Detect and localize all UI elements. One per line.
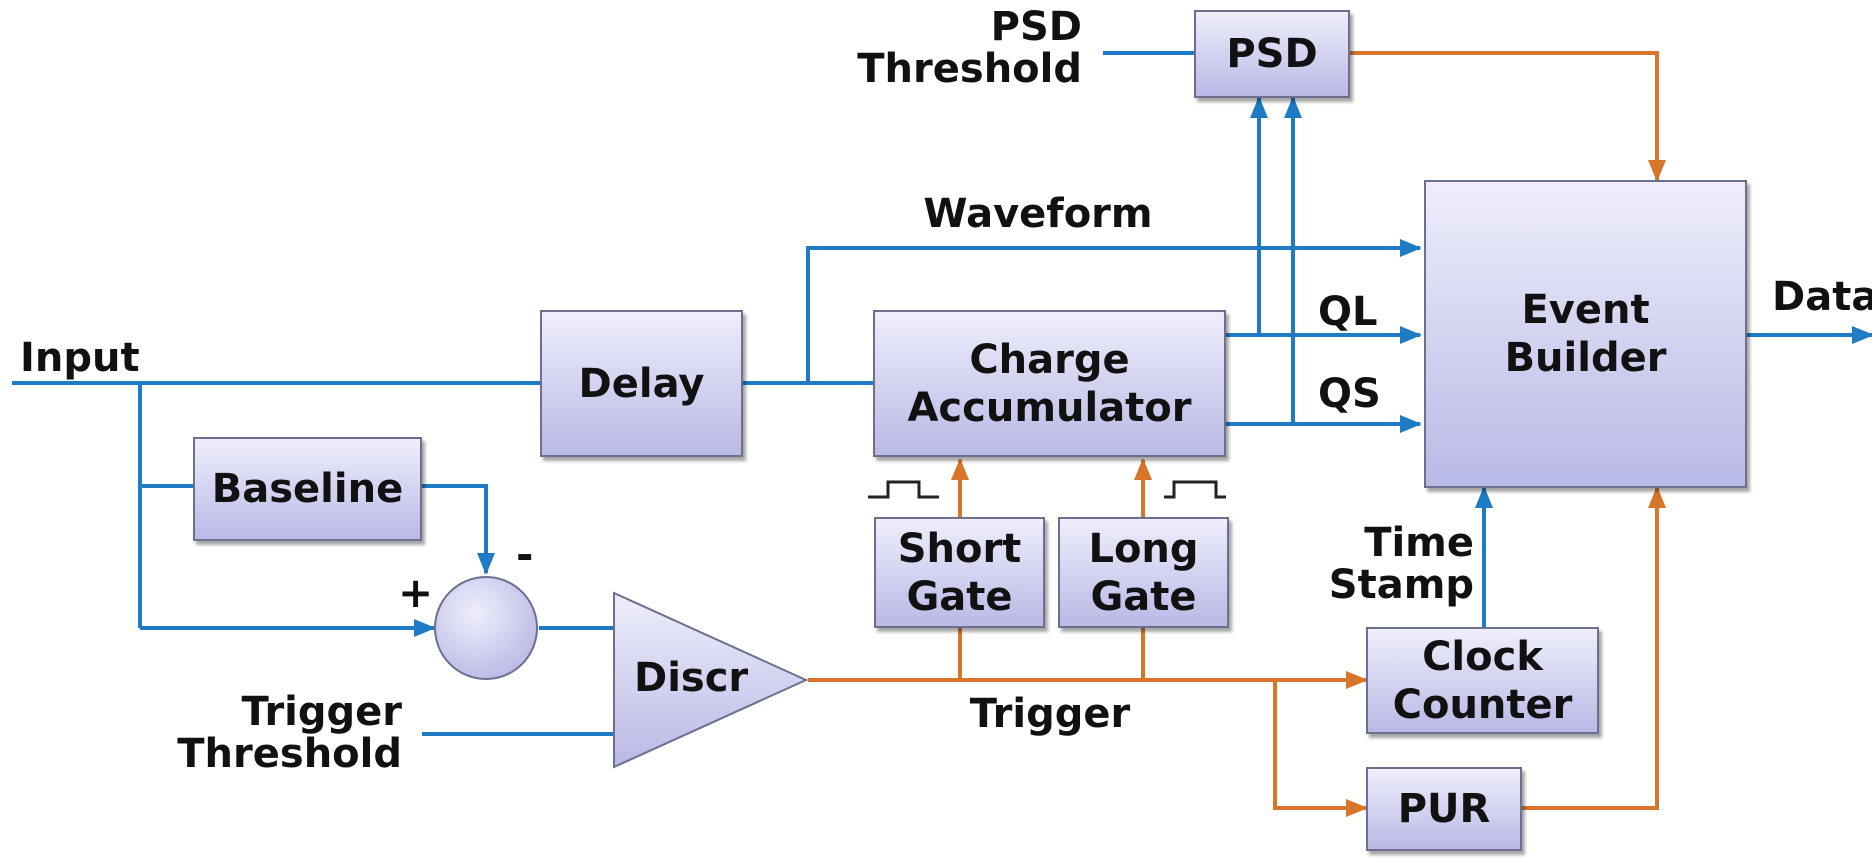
psd-to-builder-arrow	[1350, 51, 1666, 182]
trigger-to-pur-arrow	[1273, 680, 1368, 817]
summer-plus-label: +	[398, 568, 434, 617]
psd-box-label: PSD	[1226, 31, 1318, 77]
summer-minus-label: -	[516, 530, 534, 579]
clock-counter-box: Clock Counter	[1366, 627, 1599, 734]
long-pulse-icon	[1164, 480, 1226, 499]
ql-label: QL	[1318, 289, 1378, 335]
baseline-to-summer-arrow	[422, 484, 495, 575]
event-builder-label: Event Builder	[1504, 287, 1667, 381]
long-gate-label: Long Gate	[1088, 525, 1199, 620]
trigger-label: Trigger	[969, 691, 1131, 737]
baseline-box: Baseline	[193, 437, 422, 541]
charge-accumulator-label: Charge Accumulator	[907, 336, 1192, 431]
short-pulse-icon	[868, 480, 939, 499]
delay-box-label: Delay	[578, 360, 705, 407]
long-gate-box: Long Gate	[1058, 517, 1229, 628]
short-gate-box: Short Gate	[874, 517, 1045, 628]
clock-counter-label: Clock Counter	[1392, 633, 1573, 728]
trigger-lines	[808, 51, 1666, 817]
pur-to-builder-arrow	[1522, 486, 1666, 810]
baseline-box-label: Baseline	[211, 466, 404, 512]
signal-lines	[12, 51, 1872, 736]
time-stamp-label: Time Stamp	[1328, 520, 1474, 608]
trigger-threshold-label: Trigger Threshold	[177, 689, 402, 777]
waveform-label: Waveform	[923, 191, 1153, 237]
pur-box: PUR	[1366, 767, 1522, 851]
event-builder-box: Event Builder	[1424, 180, 1747, 488]
qs-label: QS	[1318, 371, 1381, 417]
gate-pulse-icons	[868, 480, 1226, 499]
charge-accumulator-box: Charge Accumulator	[873, 310, 1226, 457]
waveform-arrow	[806, 239, 1422, 383]
discriminator-triangle	[613, 591, 809, 769]
psd-threshold-label: PSD Threshold	[857, 4, 1082, 92]
discr-label: Discr	[634, 655, 749, 701]
short-gate-label: Short Gate	[897, 525, 1022, 620]
psd-box: PSD	[1194, 10, 1350, 98]
delay-box: Delay	[540, 310, 743, 457]
pur-box-label: PUR	[1397, 786, 1491, 832]
summing-junction	[434, 576, 538, 680]
data-label: Data	[1772, 274, 1872, 320]
input-label: Input	[20, 335, 140, 381]
